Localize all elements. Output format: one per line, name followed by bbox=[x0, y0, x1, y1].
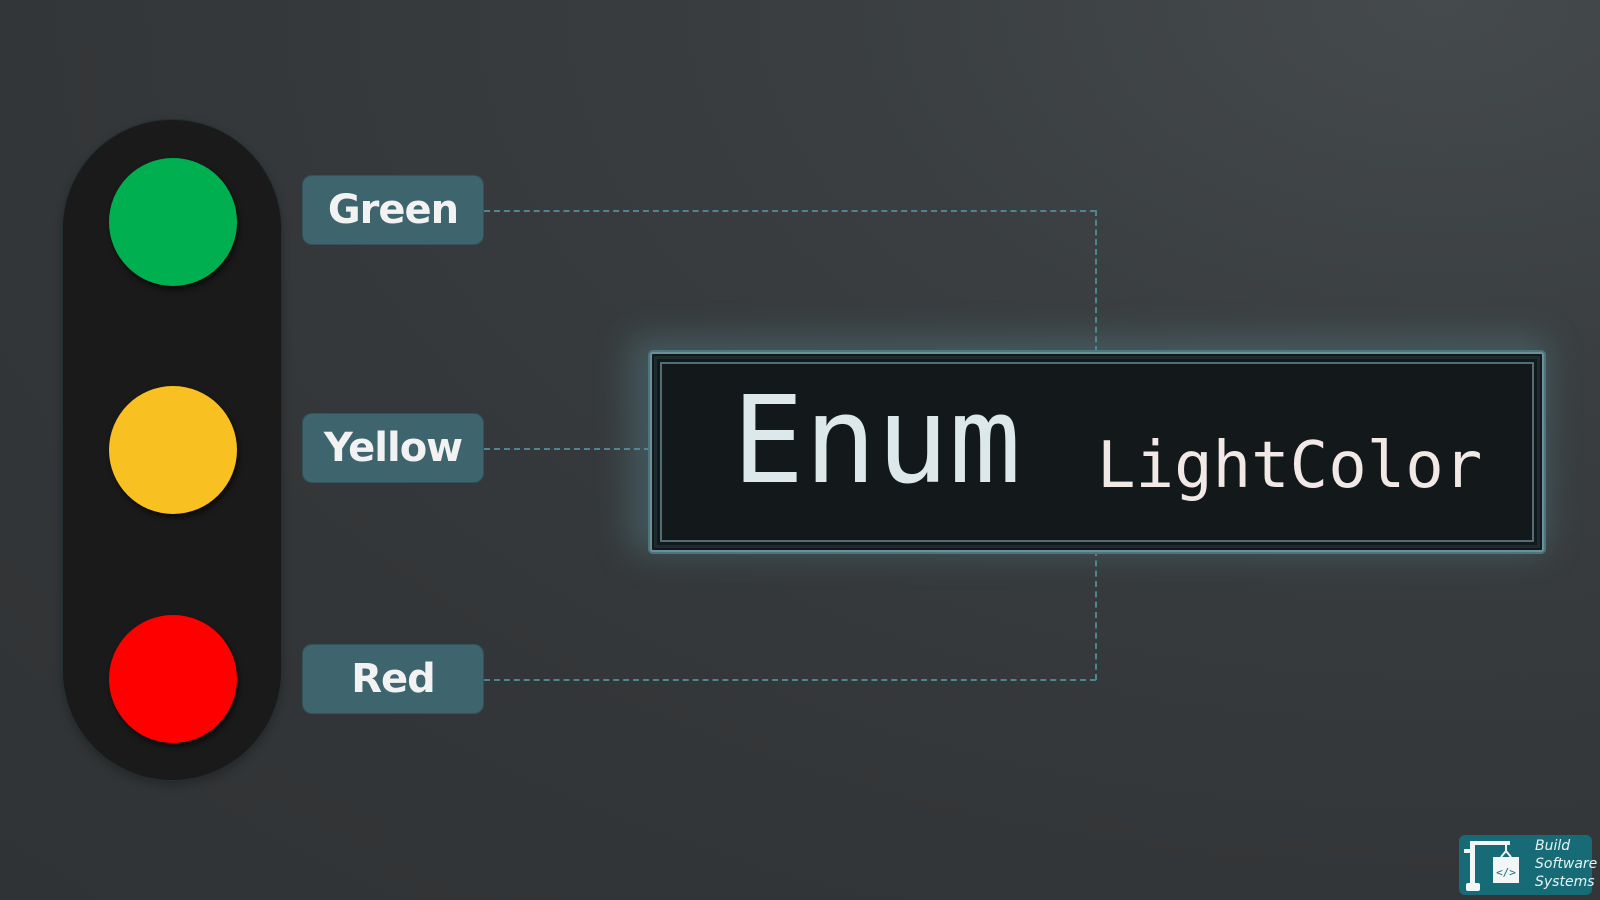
enum-keyword: Enum bbox=[732, 372, 1021, 511]
enum-type-name: LightColor bbox=[1097, 429, 1483, 503]
logo-text: Build Software Systems bbox=[1535, 837, 1598, 891]
connector-green-vertical bbox=[1095, 210, 1097, 352]
label-yellow: Yellow bbox=[303, 414, 483, 482]
label-green: Green bbox=[303, 176, 483, 244]
yellow-lamp-icon bbox=[109, 386, 237, 514]
connector-green-horizontal bbox=[484, 210, 1096, 212]
enum-inner-border bbox=[660, 362, 1534, 542]
label-red: Red bbox=[303, 645, 483, 713]
crane-code-icon: </> bbox=[1464, 841, 1519, 891]
logo-line-1: Build bbox=[1535, 838, 1571, 854]
connector-red-vertical bbox=[1095, 550, 1097, 680]
traffic-light-housing bbox=[63, 120, 281, 780]
red-lamp-icon bbox=[109, 615, 237, 743]
logo-line-3: Systems bbox=[1535, 874, 1595, 890]
green-lamp-icon bbox=[109, 158, 237, 286]
connector-yellow bbox=[484, 448, 650, 450]
build-software-systems-logo: </> Build Software Systems bbox=[1459, 835, 1598, 895]
logo-line-2: Software bbox=[1535, 856, 1598, 872]
connector-red-horizontal bbox=[484, 679, 1096, 681]
svg-text:</>: </> bbox=[1496, 866, 1516, 879]
enum-declaration-box: Enum LightColor bbox=[650, 352, 1544, 552]
